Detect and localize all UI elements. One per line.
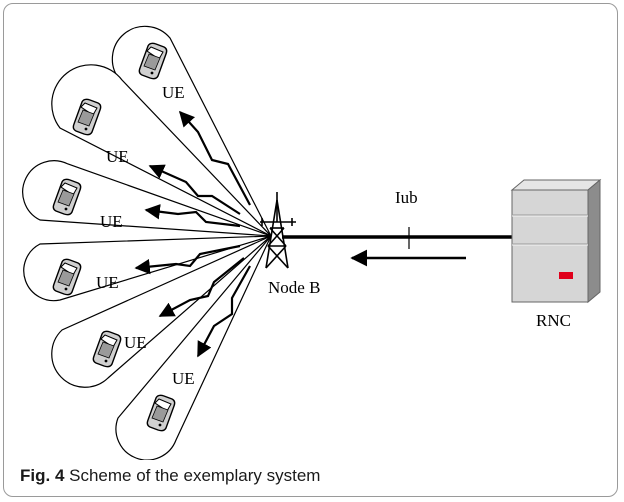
radio-link-arrow-1	[178, 110, 251, 206]
figure-number: Fig. 4	[20, 466, 65, 485]
ue-label-5: UE	[124, 333, 147, 352]
ue-label-4: UE	[96, 273, 119, 292]
iub-label: Iub	[395, 188, 418, 207]
ue-label-1: UE	[162, 83, 185, 102]
node-b-tower-icon	[260, 192, 296, 269]
rnc-label: RNC	[536, 311, 571, 330]
radio-link-arrow-5	[158, 257, 245, 317]
radio-link-arrow-3	[144, 204, 241, 228]
cell-sector-3	[22, 160, 272, 237]
ue-label-6: UE	[172, 369, 195, 388]
rnc-status-led	[559, 272, 573, 279]
ue-label-2: UE	[106, 147, 129, 166]
cell-sectors	[22, 25, 272, 460]
network-diagram: UE UE UE UE UE UE Node B Iub	[22, 25, 602, 460]
rnc-server-icon	[510, 178, 602, 304]
figure-caption: Fig. 4 Scheme of the exemplary system	[20, 466, 320, 486]
radio-link-arrows	[134, 110, 251, 358]
radio-link-arrow-4	[134, 244, 241, 275]
figure-caption-text: Scheme of the exemplary system	[69, 466, 321, 485]
cell-sector-2	[51, 64, 272, 237]
radio-link-arrow-6	[197, 265, 251, 358]
ue-label-3: UE	[100, 212, 123, 231]
node-b-label: Node B	[268, 278, 320, 297]
radio-link-arrow-2	[148, 164, 241, 215]
